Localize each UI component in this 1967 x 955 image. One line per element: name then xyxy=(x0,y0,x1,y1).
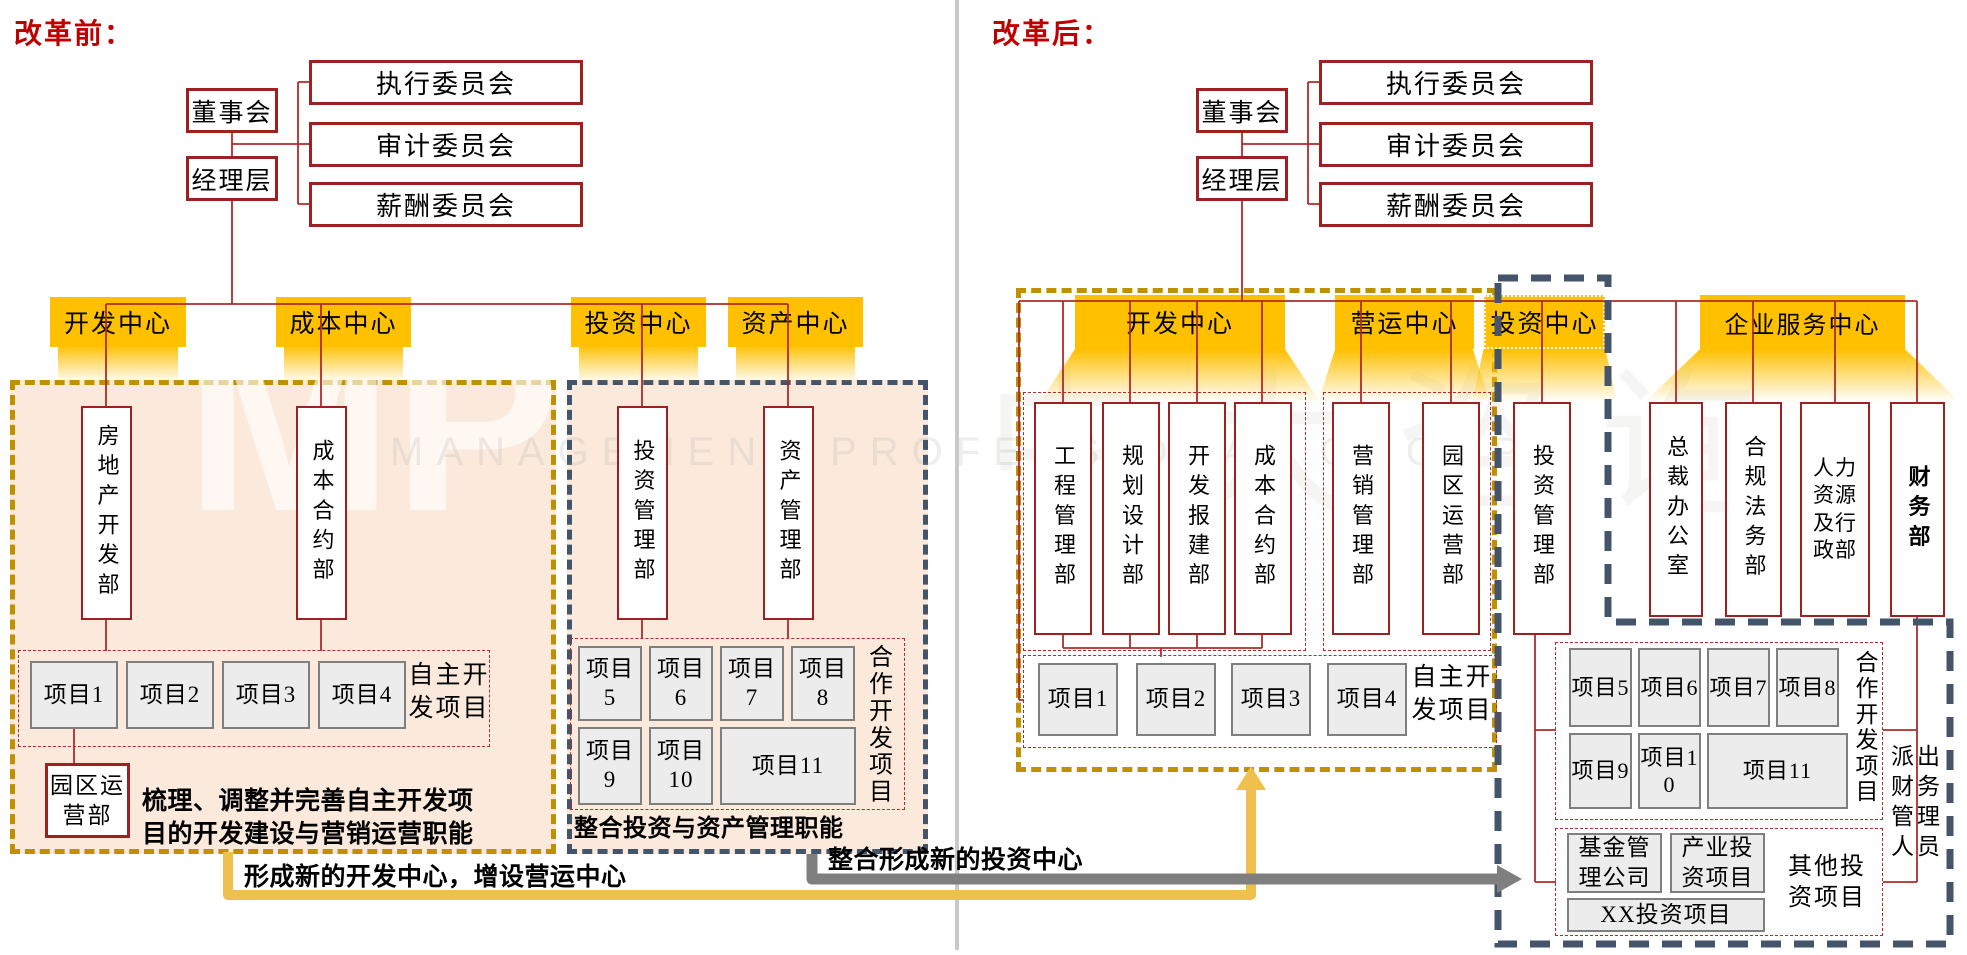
before-dept-cost: 成本合约部 xyxy=(296,406,347,620)
after-board-box: 董事会 xyxy=(1196,88,1288,133)
after-dept-ceo-office: 总裁办公室 xyxy=(1649,402,1703,617)
glow xyxy=(1318,349,1490,402)
after-dept-finance: 财务部 xyxy=(1890,402,1945,617)
after-other-label: 其他投资项目 xyxy=(1788,854,1866,912)
project-box: 项目2 xyxy=(1136,663,1216,736)
xx-invest-box: XX投资项目 xyxy=(1567,898,1765,932)
gray-arrow xyxy=(806,854,1497,885)
after-self-label: 自主开发项目 xyxy=(1411,664,1493,724)
after-center-service: 企业服务中心 xyxy=(1700,295,1905,349)
after-dept-engineering: 工程管理部 xyxy=(1034,402,1092,635)
before-self-label: 自主开发项目 xyxy=(408,662,490,722)
fund-company-box: 基金管理公司 xyxy=(1567,833,1662,893)
after-center-invest: 投资中心 xyxy=(1484,295,1605,349)
project-box: 项目2 xyxy=(126,661,214,729)
before-dept-realestate: 房地产开发部 xyxy=(81,406,132,620)
after-dept-hr-admin: 人力资源及行政部 xyxy=(1800,402,1870,617)
project-box: 项目10 xyxy=(649,727,713,805)
glow xyxy=(736,345,855,383)
section-divider xyxy=(955,0,959,950)
after-committee-exec: 执行委员会 xyxy=(1319,60,1593,105)
after-dept-legal: 合规法务部 xyxy=(1725,402,1782,617)
project-box: 项目8 xyxy=(1776,648,1839,727)
project-box: 项目5 xyxy=(1569,648,1632,727)
project-box: 项目7 xyxy=(720,646,784,721)
dispatch-personnel-label: 派出财务管理人员 xyxy=(1891,744,1943,859)
gray-arrow-label: 整合形成新的投资中心 xyxy=(828,847,1084,874)
project-box: 项目4 xyxy=(1327,663,1407,736)
glow xyxy=(1645,349,1960,402)
after-committee-comp: 薪酬委员会 xyxy=(1319,182,1593,227)
project-box: 项目8 xyxy=(791,646,855,721)
after-dept-park: 园区运营部 xyxy=(1422,402,1480,635)
after-coop-projects-group xyxy=(1555,642,1883,820)
after-other-invest-group xyxy=(1555,828,1883,936)
project-box: 项目6 xyxy=(1638,648,1701,727)
after-dev-depts-group xyxy=(1023,392,1306,651)
before-coop-note: 整合投资与资产管理职能 xyxy=(574,816,844,842)
project-box: 项目3 xyxy=(1231,663,1311,736)
before-center-asset: 资产中心 xyxy=(728,297,863,347)
glow xyxy=(284,345,403,383)
gray-arrowhead xyxy=(1497,865,1522,893)
before-center-invest: 投资中心 xyxy=(571,297,706,347)
before-committee-audit: 审计委员会 xyxy=(309,122,583,167)
yellow-arrow-label: 形成新的开发中心，增设营运中心 xyxy=(244,864,627,891)
after-dept-planning: 规划设计部 xyxy=(1102,402,1160,635)
project-box: 项目10 xyxy=(1638,733,1701,809)
before-dept-asset: 资产管理部 xyxy=(763,406,814,620)
before-coop-label: 合作开发项目 xyxy=(864,644,891,806)
project-box: 项目11 xyxy=(720,727,856,805)
yellow-arrow xyxy=(223,788,1256,900)
before-committee-comp: 薪酬委员会 xyxy=(309,182,583,227)
after-connectors xyxy=(1018,81,1918,883)
before-dept-park: 园区运营部 xyxy=(45,763,130,838)
glow xyxy=(1040,349,1320,402)
glow xyxy=(579,345,698,383)
project-box: 项目3 xyxy=(222,661,310,729)
project-box: 项目6 xyxy=(649,646,713,721)
glow xyxy=(58,345,178,383)
before-dept-invest: 投资管理部 xyxy=(617,406,668,620)
after-ops-depts-group xyxy=(1323,392,1491,651)
project-box: 项目5 xyxy=(578,646,642,721)
project-box: 项目7 xyxy=(1707,648,1770,727)
before-coop-projects-group xyxy=(570,638,905,810)
before-self-note: 梳理、调整并完善自主开发项目的开发建设与营销运营职能 xyxy=(142,788,474,848)
before-center-dev: 开发中心 xyxy=(50,297,186,347)
before-self-projects-group xyxy=(18,650,490,747)
after-dept-invest: 投资管理部 xyxy=(1513,402,1571,635)
before-board-box: 董事会 xyxy=(186,88,278,133)
after-dept-marketing: 营销管理部 xyxy=(1332,402,1390,635)
project-box: 项目4 xyxy=(318,661,406,729)
before-title: 改革前： xyxy=(14,19,135,50)
after-management-box: 经理层 xyxy=(1196,156,1288,201)
industry-invest-box: 产业投资项目 xyxy=(1670,833,1765,893)
after-committee-audit: 审计委员会 xyxy=(1319,122,1593,167)
before-committee-exec: 执行委员会 xyxy=(309,60,583,105)
after-center-dev: 开发中心 xyxy=(1075,295,1285,349)
after-dept-approval: 开发报建部 xyxy=(1168,402,1226,635)
after-coop-label: 合作开发项目 xyxy=(1852,649,1877,805)
after-self-projects-group xyxy=(1023,655,1497,748)
project-box: 项目1 xyxy=(1038,663,1118,736)
yellow-arrowhead xyxy=(1236,766,1266,790)
before-center-cost: 成本中心 xyxy=(276,297,411,347)
project-box: 项目1 xyxy=(30,661,118,729)
project-box: 项目9 xyxy=(1569,733,1632,809)
project-box: 项目11 xyxy=(1707,733,1848,809)
before-connectors xyxy=(73,81,789,764)
before-management-box: 经理层 xyxy=(186,156,278,201)
after-dept-cost: 成本合约部 xyxy=(1234,402,1292,635)
project-box: 项目9 xyxy=(578,727,642,805)
after-invest-container xyxy=(1494,274,1954,948)
after-title: 改革后： xyxy=(992,19,1113,50)
